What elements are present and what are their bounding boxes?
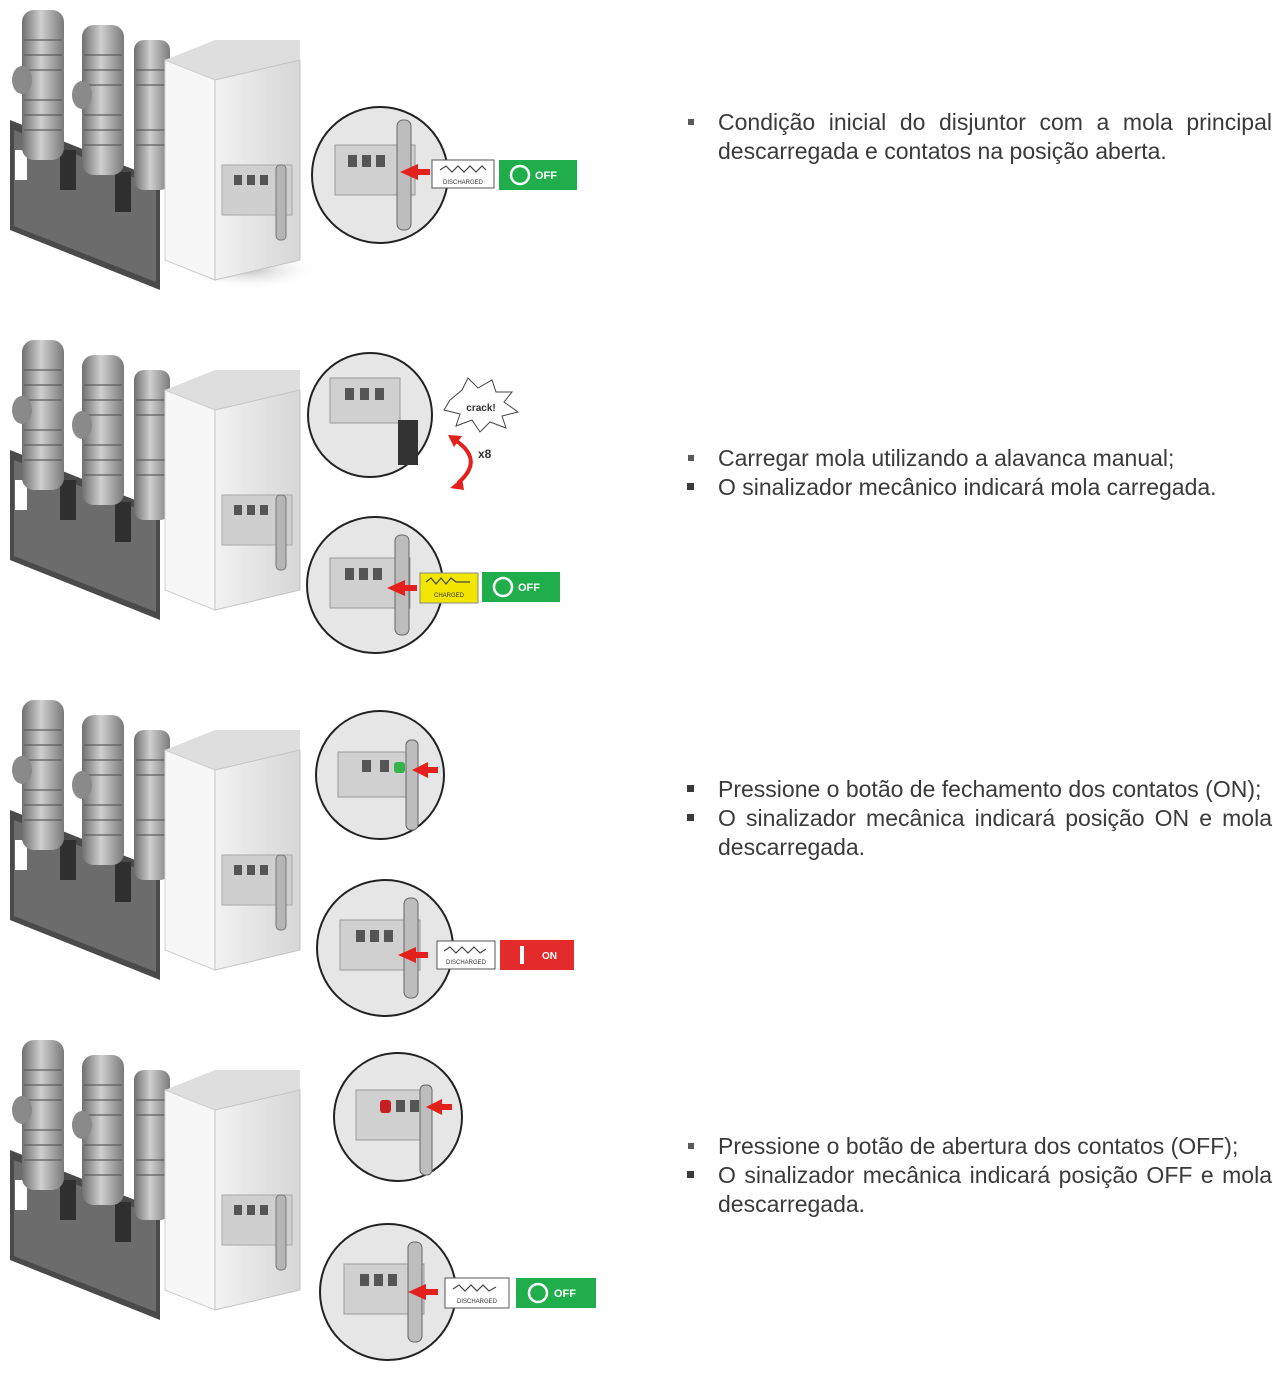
step-3: DISCHARGED ON Pressione o botão de fecha… bbox=[0, 680, 1273, 1030]
step-2: crack! x8 CHARGED OFF Carregar mola ut bbox=[0, 320, 1273, 665]
zoom-circle bbox=[311, 106, 449, 244]
zoom-circle-lower bbox=[319, 1223, 457, 1361]
circuit-breaker-illustration bbox=[9, 339, 301, 621]
on-bar-icon bbox=[520, 946, 524, 964]
spring-indicator-icon: CHARGED bbox=[419, 572, 479, 604]
step-1-illustration: DISCHARGED OFF bbox=[9, 9, 577, 291]
off-indicator: OFF bbox=[516, 1278, 596, 1308]
step-2-text: Carregar mola utilizando a alavanca manu… bbox=[680, 444, 1272, 502]
circuit-breaker-illustration bbox=[9, 1039, 301, 1321]
spring-indicator-icon: DISCHARGED bbox=[431, 159, 495, 189]
crack-label: crack! bbox=[466, 403, 495, 414]
step-3-text: Pressione o botão de fechamento dos cont… bbox=[680, 775, 1272, 862]
step-4: DISCHARGED OFF Pressione o botão de aber… bbox=[0, 1030, 1273, 1386]
list-item: Condição inicial do disjuntor com a mola… bbox=[680, 108, 1272, 166]
off-indicator: OFF bbox=[482, 572, 560, 602]
zoom-circle-lower bbox=[316, 879, 454, 1017]
state-label: OFF bbox=[554, 1288, 576, 1300]
red-arrow-icon bbox=[398, 947, 428, 963]
spring-state-label: DISCHARGED bbox=[443, 180, 484, 186]
crack-burst-icon: crack! bbox=[443, 377, 520, 433]
red-arrow-icon bbox=[426, 1099, 452, 1115]
red-arrow-icon bbox=[412, 762, 438, 778]
count-label: x8 bbox=[478, 447, 492, 461]
list-item: O sinalizador mecânico indicará mola car… bbox=[680, 473, 1272, 502]
state-label: OFF bbox=[518, 582, 540, 594]
off-circle-icon bbox=[527, 1282, 549, 1304]
spring-indicator-icon: DISCHARGED bbox=[436, 940, 496, 970]
list-item: Pressione o botão de fechamento dos cont… bbox=[680, 775, 1272, 804]
step-2-illustration: crack! x8 CHARGED OFF bbox=[9, 339, 560, 654]
spring-state-label: DISCHARGED bbox=[446, 960, 487, 966]
list-item: O sinalizador mecânica indicará posição … bbox=[680, 1161, 1272, 1219]
spring-state-label: DISCHARGED bbox=[457, 1299, 498, 1305]
step-4-illustration: DISCHARGED OFF bbox=[9, 1039, 596, 1361]
zoom-circle-upper bbox=[333, 1052, 463, 1182]
state-label: OFF bbox=[535, 170, 557, 182]
red-arrow-icon bbox=[408, 1284, 438, 1300]
off-circle-icon bbox=[492, 576, 514, 598]
list-item: Pressione o botão de abertura dos contat… bbox=[680, 1132, 1272, 1161]
step-1: DISCHARGED OFF Condição inicial do disju… bbox=[0, 0, 1273, 320]
step-4-text: Pressione o botão de abertura dos contat… bbox=[680, 1132, 1272, 1219]
zoom-circle-upper bbox=[315, 710, 445, 840]
list-item: Carregar mola utilizando a alavanca manu… bbox=[680, 444, 1272, 473]
circuit-breaker-illustration bbox=[9, 699, 301, 981]
rotation-arrow-icon: x8 bbox=[448, 435, 492, 490]
spring-state-label: CHARGED bbox=[434, 593, 465, 599]
step-1-text: Condição inicial do disjuntor com a mola… bbox=[680, 108, 1272, 166]
on-indicator: ON bbox=[500, 940, 574, 970]
list-item: O sinalizador mecânica indicará posição … bbox=[680, 804, 1272, 862]
state-label: ON bbox=[542, 951, 557, 962]
step-3-illustration: DISCHARGED ON bbox=[9, 699, 574, 1017]
circuit-breaker-illustration bbox=[9, 9, 301, 291]
off-indicator: OFF bbox=[499, 160, 577, 190]
off-circle-icon bbox=[509, 164, 531, 186]
red-arrow-icon bbox=[387, 580, 417, 596]
spring-indicator-icon: DISCHARGED bbox=[444, 1277, 510, 1309]
red-arrow-icon bbox=[400, 164, 430, 180]
zoom-circle-upper bbox=[307, 352, 433, 478]
